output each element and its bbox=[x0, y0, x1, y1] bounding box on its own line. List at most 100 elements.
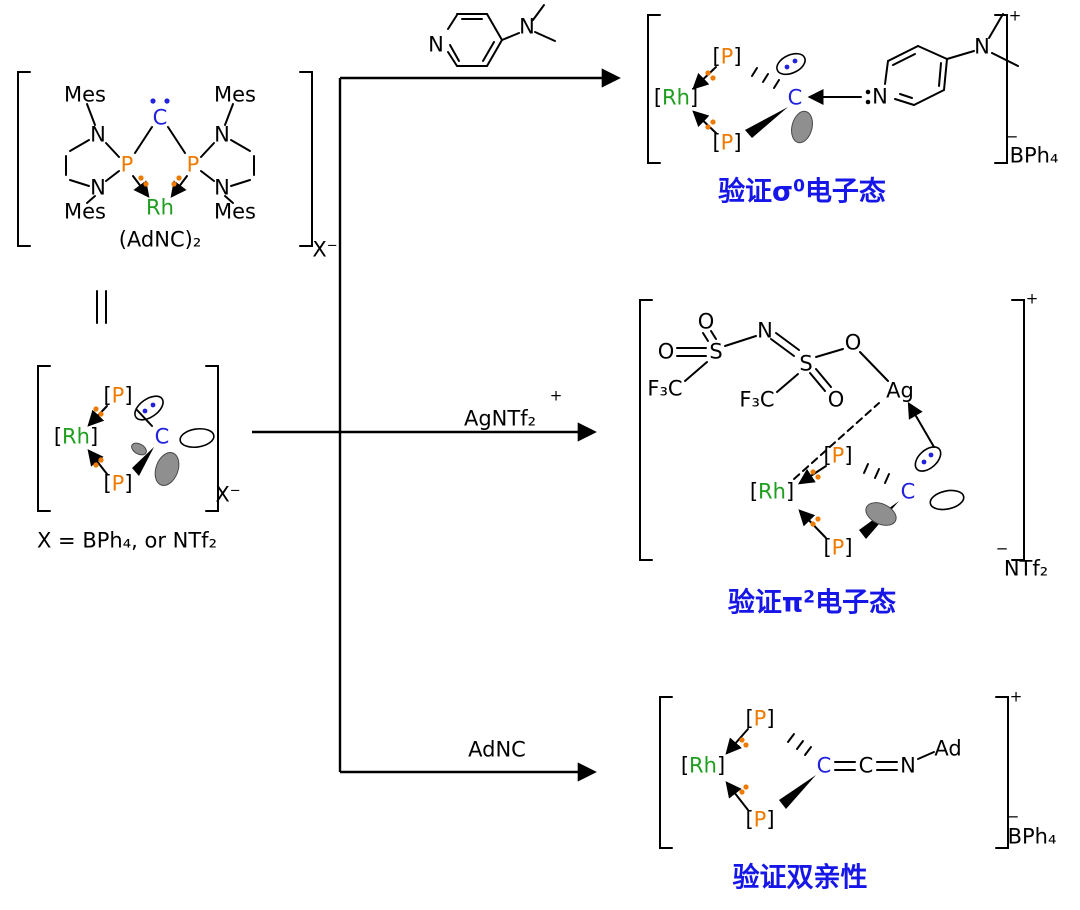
precursor-full-lone-pairs bbox=[138, 98, 182, 187]
mes-label: Mes bbox=[214, 199, 256, 224]
bracket: ] bbox=[766, 706, 775, 731]
x-definition-caption: X = BPh₄, or NTf₂ bbox=[37, 528, 217, 553]
bracket: ] bbox=[733, 44, 742, 69]
p-ligand-label: [P] bbox=[823, 535, 853, 560]
bracket: ] bbox=[785, 479, 795, 504]
adnc2-label: (AdNC)₂ bbox=[118, 227, 202, 252]
p-atom: P bbox=[753, 807, 767, 832]
bracket: ] bbox=[89, 424, 99, 449]
s-atom: S bbox=[799, 351, 813, 376]
rh-center-label: [Rh] bbox=[53, 424, 99, 449]
cation-charge: + bbox=[1008, 6, 1022, 25]
bracket: ] bbox=[716, 753, 726, 778]
carbene-c-atom: C bbox=[152, 105, 168, 130]
lone-pair-orbital bbox=[134, 395, 164, 421]
p-atom: P bbox=[186, 152, 200, 177]
wedge-bond bbox=[132, 447, 154, 476]
dmap-amine-n-atom: N bbox=[519, 14, 535, 39]
n-atom: N bbox=[214, 175, 230, 200]
bracket: [ bbox=[53, 424, 63, 449]
dmap-ring-n-atom: N bbox=[428, 32, 444, 57]
bracket: ] bbox=[766, 807, 775, 832]
product2-orbitals bbox=[865, 446, 965, 526]
p-atom: P bbox=[753, 706, 767, 731]
mes-label: Mes bbox=[214, 82, 256, 107]
rh-atom: Rh bbox=[62, 424, 90, 449]
ntf2-n-atom: N bbox=[757, 318, 773, 343]
caption-text: 电子态 bbox=[815, 587, 897, 619]
reaction-arrows bbox=[252, 68, 621, 782]
precursor-simple-brackets bbox=[37, 365, 219, 512]
reagent-agntf2-label: AgNTf₂ bbox=[463, 406, 537, 431]
product2-brackets bbox=[639, 299, 1025, 561]
f3c-label: F₃C bbox=[739, 387, 775, 412]
product1-orbitals bbox=[776, 52, 813, 144]
filled-orbital-lobe bbox=[791, 110, 813, 144]
precursor-simple-bonds bbox=[87, 405, 153, 475]
p-ligand-label: [P] bbox=[745, 807, 775, 832]
p-ligand-label: [P] bbox=[103, 471, 133, 496]
reagent-agntf2-charge: + bbox=[549, 386, 563, 405]
caption-text: 验证π bbox=[727, 587, 804, 619]
bracket: [ bbox=[823, 535, 832, 560]
wedge-bond bbox=[745, 107, 788, 138]
carbene-c-atom: C bbox=[900, 479, 916, 504]
cation-charge: + bbox=[1009, 687, 1023, 706]
product3-bonds bbox=[725, 728, 935, 811]
cation-charge: + bbox=[1025, 289, 1039, 308]
s-atom: S bbox=[709, 339, 723, 364]
bracket: ] bbox=[124, 471, 133, 496]
reagent-adnc-label: AdNC bbox=[468, 737, 526, 762]
product2-lone-pairs bbox=[810, 469, 821, 527]
precursor-full-bonds bbox=[65, 103, 255, 204]
lone-pair-orbital bbox=[776, 52, 806, 76]
o-atom: O bbox=[844, 330, 862, 355]
rh-atom: Rh bbox=[146, 195, 174, 220]
rh-center-label: [Rh] bbox=[681, 753, 726, 778]
counterion-bph4: BPh₄ bbox=[1007, 824, 1057, 849]
silver-atom: Ag bbox=[886, 378, 914, 403]
bracket: ] bbox=[689, 85, 699, 110]
rh-plus-charge: + bbox=[170, 183, 182, 199]
amine-n-atom: N bbox=[974, 34, 990, 59]
rh-ag-dashed-bond bbox=[793, 402, 880, 480]
minus-charge: − bbox=[326, 238, 338, 254]
p-atom: P bbox=[720, 130, 734, 155]
bracket: ] bbox=[844, 535, 853, 560]
counterion-x: X− bbox=[215, 482, 241, 507]
x-label: X bbox=[312, 237, 327, 262]
counterion-bph4: BPh₄ bbox=[1009, 143, 1059, 168]
p-atom: P bbox=[111, 383, 125, 408]
empty-orbital bbox=[179, 427, 215, 449]
pyridine-n-atom: N bbox=[872, 84, 888, 109]
bracket: [ bbox=[745, 706, 754, 731]
empty-orbital bbox=[929, 489, 965, 511]
equivalence-sign bbox=[96, 290, 107, 324]
precursor-full-brackets bbox=[17, 71, 313, 247]
carbene-c-atom: C bbox=[787, 85, 803, 110]
caption-text: 验证σ bbox=[718, 176, 794, 208]
counterion-x: X− bbox=[312, 237, 338, 262]
product1-bonds bbox=[692, 13, 1019, 134]
bracket: [ bbox=[653, 85, 663, 110]
caption-superscript: 2 bbox=[803, 587, 816, 608]
bracket: [ bbox=[749, 479, 759, 504]
p-ligand-label: [P] bbox=[823, 443, 853, 468]
minus-charge: − bbox=[229, 483, 241, 499]
bracket: [ bbox=[712, 130, 721, 155]
caption-sigma0: 验证σ0电子态 bbox=[718, 176, 886, 208]
p-atom: P bbox=[120, 152, 134, 177]
n-atom: N bbox=[214, 122, 230, 147]
bracket: [ bbox=[712, 44, 721, 69]
f3c-label: F₃C bbox=[647, 376, 683, 401]
product1-brackets bbox=[647, 14, 1008, 164]
bracket: [ bbox=[103, 383, 112, 408]
rh-center-label: [Rh] bbox=[653, 85, 699, 110]
counterion-ntf2: NTf₂ bbox=[1003, 556, 1049, 581]
filled-orbital-lobe bbox=[865, 502, 897, 526]
carbene-c-atom: C bbox=[154, 424, 170, 449]
x-label: X bbox=[215, 482, 230, 507]
wedge-bond bbox=[779, 775, 816, 809]
bracket: ] bbox=[844, 443, 853, 468]
